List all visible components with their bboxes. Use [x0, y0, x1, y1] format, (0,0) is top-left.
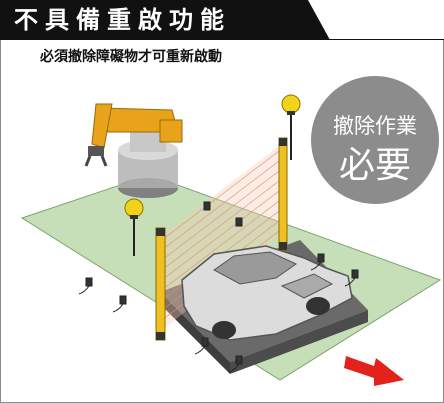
factory-scene	[20, 76, 442, 386]
conveyor-front	[230, 310, 368, 374]
page-title: 不具備重啟功能	[14, 6, 231, 34]
title-bar: 不具備重啟功能	[0, 0, 444, 40]
direction-arrow	[344, 356, 404, 386]
conveyor-side	[160, 292, 230, 374]
warning-light-left	[124, 198, 144, 256]
subtitle: 必須撤除障礙物才可重新啟動	[40, 49, 222, 65]
car-body	[181, 245, 353, 341]
badge-label-line1: 撤除作業	[333, 114, 417, 138]
warning-light-right	[281, 94, 301, 160]
badge-circle	[311, 76, 439, 204]
light-curtain-beams	[161, 147, 284, 321]
sensor-cables	[78, 261, 356, 373]
light-curtain-post-left	[155, 227, 166, 341]
light-curtain-post-right	[278, 137, 288, 251]
badge-label-line2: 必要	[338, 145, 411, 186]
robot-arm	[84, 103, 183, 198]
title-bar-background	[0, 0, 444, 40]
sensors	[85, 201, 359, 365]
